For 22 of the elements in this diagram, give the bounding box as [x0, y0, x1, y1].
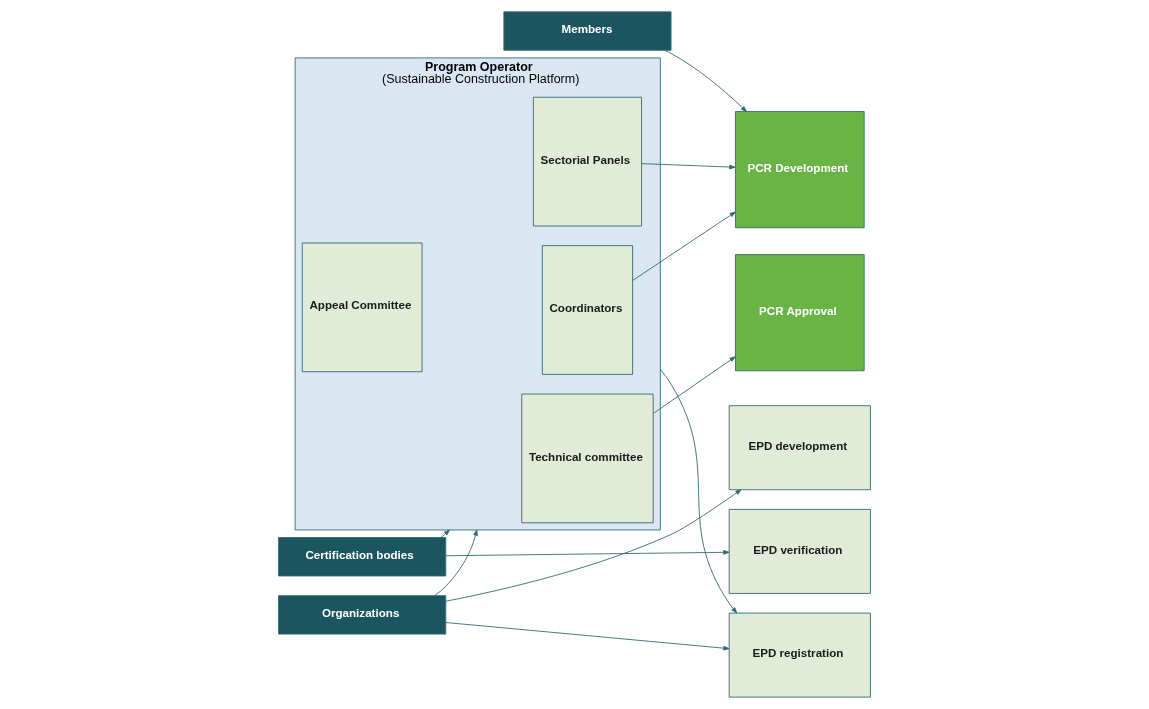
node-box: EPD development	[728, 405, 871, 491]
arrow	[434, 529, 478, 597]
arrow	[440, 529, 450, 538]
arrow	[445, 489, 742, 602]
arrow	[445, 550, 730, 557]
arrow	[641, 163, 736, 170]
node-box: Technical committee	[521, 393, 654, 524]
node-box: Organizations	[278, 595, 447, 635]
node-box: EPD registration	[728, 612, 871, 698]
node-box: EPD verification	[728, 508, 871, 594]
node-box: Sectorial Panels	[532, 96, 642, 227]
node-box: PCR Development	[735, 111, 865, 229]
node-box: Certification bodies	[278, 537, 447, 577]
arrow	[632, 211, 736, 281]
arrow	[664, 49, 747, 112]
arrow	[659, 368, 738, 614]
node-box: Coordinators	[541, 245, 634, 375]
node-box: PCR Approval	[735, 254, 865, 372]
arrow	[652, 356, 736, 414]
node-box: Members	[503, 11, 672, 51]
arrow	[445, 622, 730, 651]
node-box: Appeal Committee	[301, 242, 423, 373]
